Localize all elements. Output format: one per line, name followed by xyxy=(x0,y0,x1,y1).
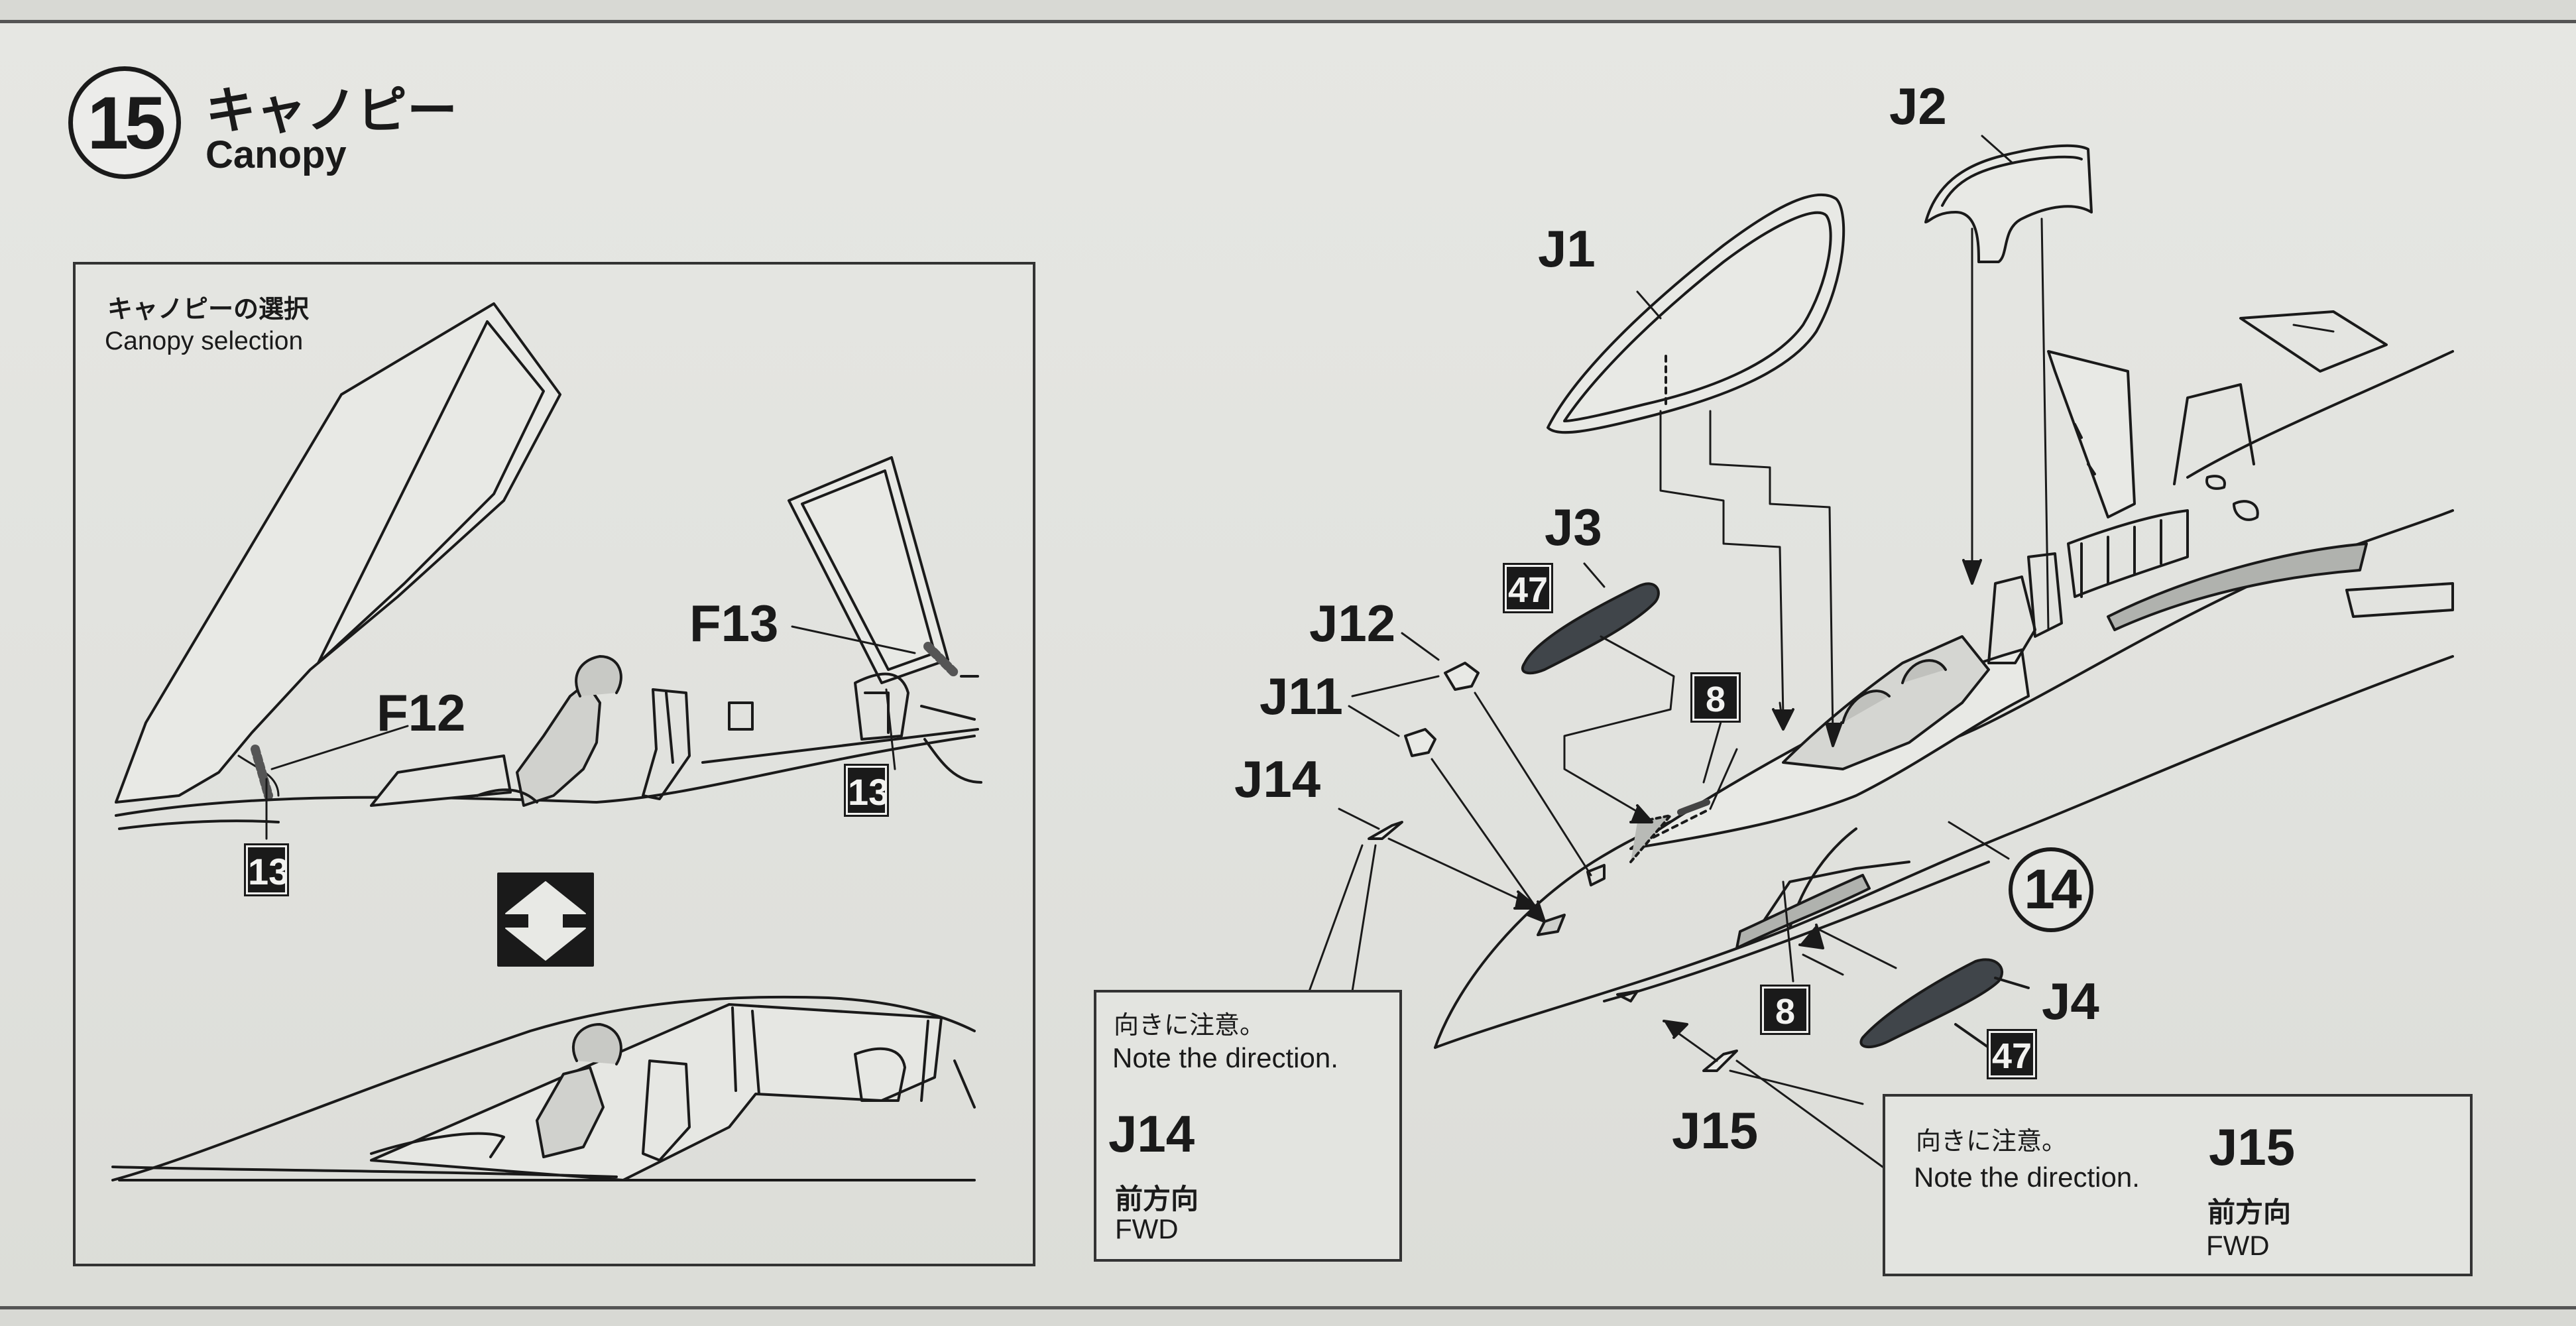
j14-part xyxy=(1368,821,1403,840)
j3-part xyxy=(1521,582,1660,675)
part-label-j12: J12 xyxy=(1309,594,1396,652)
paint-badge-47-j4: 47 xyxy=(1987,1029,2037,1079)
note-j14-part: J14 xyxy=(1108,1105,1195,1163)
note-box-j15 xyxy=(1883,1094,2473,1276)
note-j14-jp: 向きに注意。 xyxy=(1114,1012,1265,1040)
note-j14-fwd-jp: 前方向 xyxy=(1115,1183,1199,1215)
paint-badge-8-upper: 8 xyxy=(1690,672,1741,723)
part-label-j14: J14 xyxy=(1234,750,1321,808)
part-label-f12: F12 xyxy=(377,684,466,742)
note-j15-jp: 向きに注意。 xyxy=(1916,1128,2068,1156)
note-j14-fwd-en: FWD xyxy=(1115,1213,1179,1244)
note-box-j14 xyxy=(1094,990,1402,1262)
part-label-j1: J1 xyxy=(1538,219,1596,278)
open-canopy-drawing xyxy=(111,302,982,1181)
note-j15-en: Note the direction. xyxy=(1914,1162,2140,1193)
selection-title-jp: キャノピーの選択 xyxy=(107,296,310,324)
note-j15-fwd-jp: 前方向 xyxy=(2207,1197,2292,1228)
canopy-selection-panel xyxy=(73,262,1035,1266)
note-j15-fwd-en: FWD xyxy=(2206,1230,2270,1261)
j4-part xyxy=(1859,958,2003,1049)
sub-assembly-14: 14 xyxy=(2009,847,2093,932)
paint-badge-13-left: 13 xyxy=(244,843,289,896)
part-label-j11: J11 xyxy=(1259,667,1343,725)
part-label-j2: J2 xyxy=(1889,77,1947,135)
paint-badge-8-lower: 8 xyxy=(1760,985,1810,1035)
note-j14-en: Note the direction. xyxy=(1112,1042,1338,1073)
step-title-en: Canopy xyxy=(205,133,347,176)
part-label-j15: J15 xyxy=(1672,1101,1759,1160)
note-j15-part: J15 xyxy=(2209,1118,2296,1176)
part-label-j4: J4 xyxy=(2042,972,2099,1030)
j2-part xyxy=(1924,144,2093,263)
fuselage-drawing xyxy=(1434,310,2454,1049)
part-label-f13: F13 xyxy=(689,594,779,652)
j11-part xyxy=(1404,728,1436,757)
step-number: 15 xyxy=(68,66,181,179)
selection-title-en: Canopy selection xyxy=(105,327,304,355)
step-title-jp: キャノピー xyxy=(205,83,457,139)
paint-badge-13-right: 13 xyxy=(844,764,889,817)
paint-badge-47-j3: 47 xyxy=(1503,563,1553,613)
part-label-j3: J3 xyxy=(1545,498,1602,556)
j12-part xyxy=(1444,662,1480,691)
